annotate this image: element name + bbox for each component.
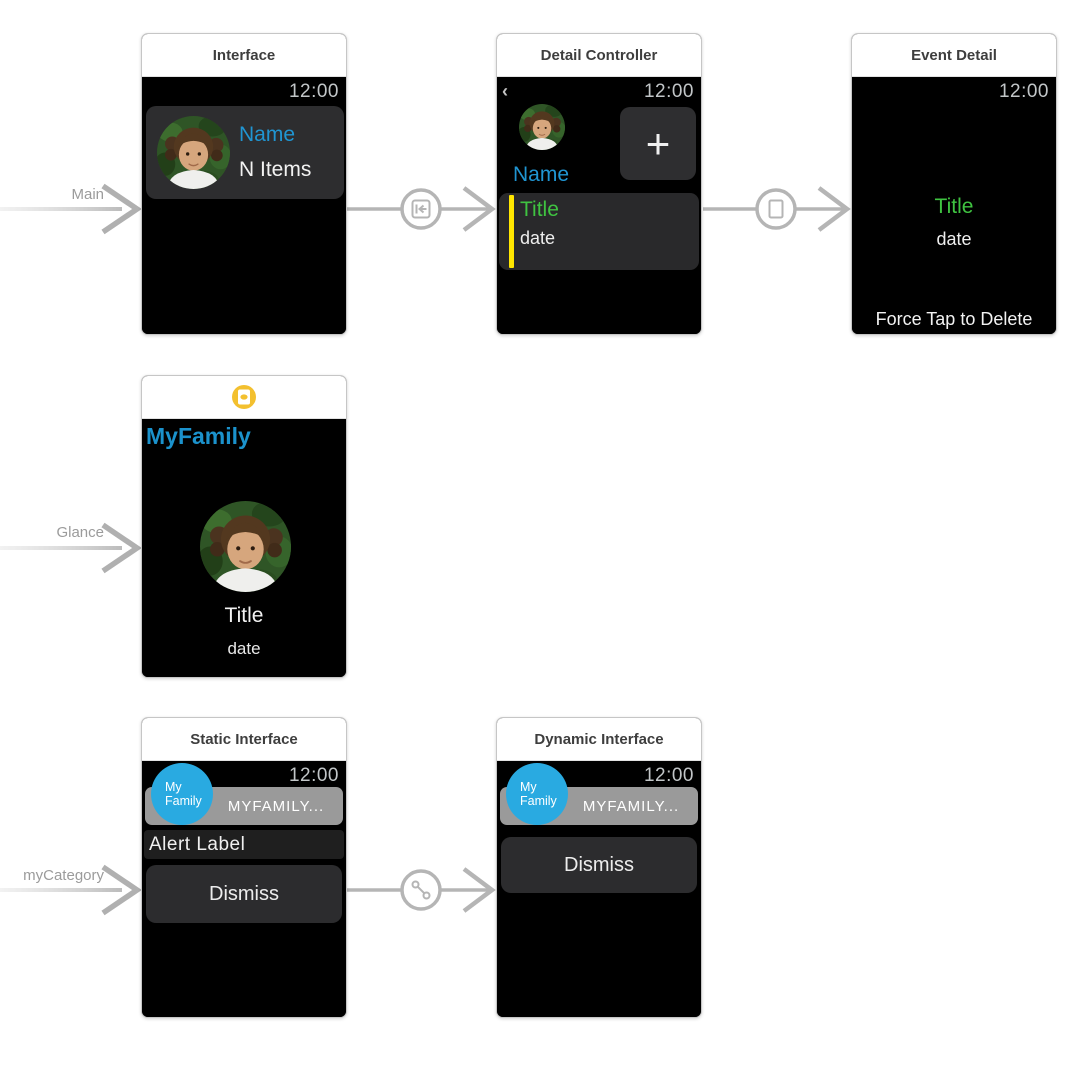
alert-label-row[interactable]: Alert Label [144,830,344,859]
static-notification-screen: 12:00 MYFAMILY... My Family Alert Label … [142,761,346,1017]
dynamic-notification-controller[interactable]: Dynamic Interface 12:00 MYFAMILY... My F… [496,717,702,1018]
static-notification-controller[interactable]: Static Interface 12:00 MYFAMILY... My Fa… [141,717,347,1018]
event-date-label: date [227,639,261,658]
girl-photo [200,501,291,592]
status-time: 12:00 [288,765,339,786]
force-tap-hint-label: Force Tap to Delete [875,309,1033,329]
dismiss-button[interactable]: Dismiss [146,865,342,923]
entry-arrow-main[interactable] [0,183,142,235]
event-title-label: Title [520,198,559,221]
entry-arrow-label-mycategory: myCategory [23,867,104,884]
selection-bar [509,195,514,268]
app-icon-badge: My Family [151,763,213,825]
glance-screen: MyFamily Title date [142,419,346,677]
entry-arrow-glance[interactable] [0,522,142,574]
sash-app-name: MYFAMILY... [227,797,325,815]
controller-title: Dynamic Interface [534,730,664,748]
app-icon-badge: My Family [506,763,568,825]
push-segue-icon [411,199,431,219]
segue-push[interactable] [347,186,496,232]
items-count-label: N Items [239,158,312,181]
status-time: 12:00 [643,765,694,786]
entry-arrow-label-glance: Glance [56,524,104,541]
name-label: Name [239,123,296,146]
controller-title: Detail Controller [540,46,658,64]
controller-title: Static Interface [190,730,298,748]
controller-title: Interface [212,46,276,64]
event-table-row[interactable]: Title date [499,193,699,270]
badge-line1: My [165,780,182,794]
static-interface-title-bar[interactable]: Static Interface [142,718,346,761]
detail-controller[interactable]: Detail Controller ‹ 12:00 Name + Title d… [496,33,702,335]
event-detail-controller[interactable]: Event Detail 12:00 Title date Force Tap … [851,33,1057,335]
badge-line2: Family [165,794,202,808]
segue-modal[interactable] [703,186,851,232]
modal-segue-icon [768,199,784,219]
entry-arrow-label-main: Main [71,186,104,203]
sash-app-name: MYFAMILY... [582,797,680,815]
event-detail-title-bar[interactable]: Event Detail [852,34,1056,77]
interface-controller-title-bar[interactable]: Interface [142,34,346,77]
interface-controller[interactable]: Interface 12:00 Name N Items [141,33,347,335]
status-time: 12:00 [998,81,1049,102]
back-chevron-icon[interactable]: ‹ [502,81,508,101]
dynamic-interface-title-bar[interactable]: Dynamic Interface [497,718,701,761]
girl-photo [519,104,565,150]
dynamic-notification-screen: 12:00 MYFAMILY... My Family Dismiss [497,761,701,1017]
event-date-label: date [936,229,972,249]
alert-label: Alert Label [149,833,246,855]
event-date-label: date [520,228,556,248]
glance-icon [232,385,256,409]
segue-link[interactable] [347,867,496,913]
dismiss-button[interactable]: Dismiss [501,837,697,893]
add-event-button[interactable]: + [620,107,696,180]
glance-title-bar[interactable] [142,376,346,419]
detail-screen: ‹ 12:00 Name + Title date [497,77,701,334]
interface-screen: 12:00 Name N Items [142,77,346,334]
status-time: 12:00 [288,81,339,102]
app-title-label: MyFamily [146,423,251,449]
event-detail-screen: 12:00 Title date Force Tap to Delete [852,77,1056,334]
link-segue-icon [411,880,431,900]
entry-arrow-mycategory[interactable] [0,864,142,916]
event-title-label: Title [934,195,974,218]
detail-controller-title-bar[interactable]: Detail Controller [497,34,701,77]
event-title-label: Title [224,604,264,627]
family-table-row[interactable]: Name N Items [146,106,344,199]
badge-line2: Family [520,794,557,808]
girl-photo [157,116,230,189]
name-label: Name [513,163,570,186]
glance-controller[interactable]: MyFamily Title date [141,375,347,678]
status-time: 12:00 [643,81,694,102]
controller-title: Event Detail [911,46,997,64]
badge-line1: My [520,780,537,794]
